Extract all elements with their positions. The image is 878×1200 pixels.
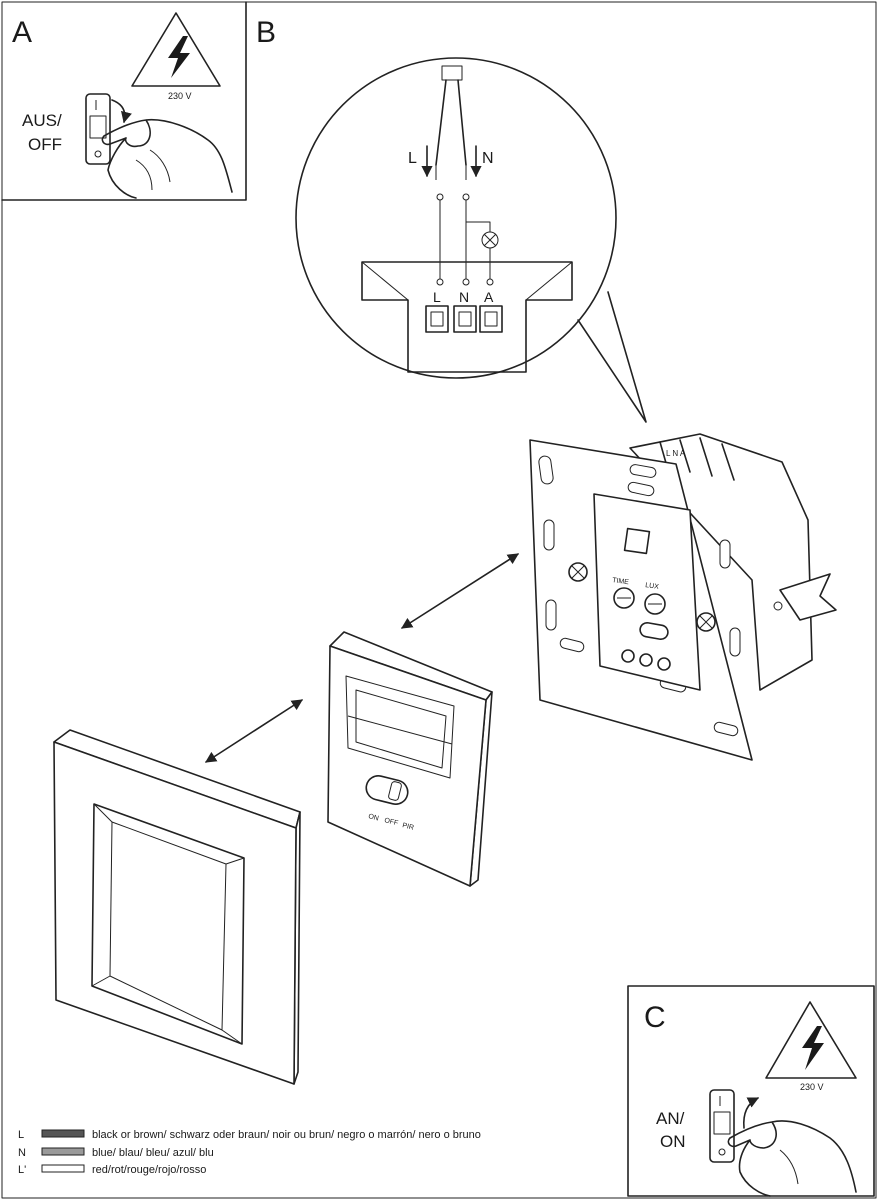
panel-a-voltage: 230 V	[168, 91, 192, 101]
terminal-block	[361, 261, 573, 373]
incoming-cable	[435, 65, 467, 180]
mode-label-pir: PIR	[402, 822, 415, 832]
panel-c-letter: C	[644, 1001, 666, 1034]
panel-c-voltage: 230 V	[800, 1082, 824, 1092]
legend-swatch-l-prime	[41, 1164, 85, 1173]
panel-c-switch-label-2: ON	[660, 1132, 686, 1151]
legend-swatch-n	[41, 1147, 85, 1156]
mode-label-on: ON	[368, 813, 380, 822]
panel-b: B L N	[53, 16, 837, 1085]
assembly-arrow-icon	[401, 553, 519, 629]
legend-text-n: blue/ blau/ bleu/ azul/ blu	[92, 1147, 214, 1159]
panel-a: A 230 V AUS/ OFF	[1, 1, 247, 201]
switch-off-arrow-icon	[111, 99, 132, 124]
sensor-cover	[327, 631, 493, 887]
legend-code-l-prime: L'	[18, 1164, 26, 1176]
wiring-detail-zoom: L N	[295, 57, 647, 423]
cover-frame	[53, 729, 301, 1085]
mode-label-off: OFF	[384, 817, 399, 827]
panel-a-switch-label-1: AUS/	[22, 111, 62, 130]
legend-text-l: black or brown/ schwarz oder braun/ noir…	[92, 1129, 481, 1141]
switch-on-arrow-icon	[742, 1097, 760, 1129]
terminal-label-l: L	[433, 289, 441, 305]
wire-label-n: N	[482, 150, 494, 167]
lamp-symbol-icon	[481, 231, 499, 249]
legend-swatch-l	[41, 1129, 85, 1138]
terminal-label-a: A	[484, 289, 494, 305]
insert-label-lux: LUX	[645, 582, 660, 591]
insert-label-time: TIME	[612, 577, 630, 586]
hand-icon	[727, 1120, 857, 1197]
assembly-arrow-icon	[205, 699, 303, 763]
legend-code-l: L	[18, 1129, 24, 1141]
terminal-label-n: N	[459, 289, 469, 305]
pir-lens	[345, 675, 455, 779]
sensor-insert	[529, 433, 837, 761]
panel-c-switch-label-1: AN/	[656, 1109, 685, 1128]
panel-a-letter: A	[12, 16, 32, 49]
panel-b-letter: B	[256, 16, 276, 49]
panel-a-switch-label-2: OFF	[28, 135, 62, 154]
high-voltage-warning-icon	[131, 12, 221, 87]
legend-text-l-prime: red/rot/rouge/rojo/rosso	[92, 1164, 206, 1176]
mode-switch-slot	[639, 621, 669, 641]
high-voltage-warning-icon	[765, 1001, 857, 1079]
legend-code-n: N	[18, 1147, 26, 1159]
wire-color-legend: L black or brown/ schwarz oder braun/ no…	[18, 1129, 481, 1176]
panel-c: C 230 V AN/ ON	[627, 985, 875, 1197]
insert-terminal-labels: L N A	[666, 449, 686, 458]
wire-label-l: L	[408, 150, 417, 167]
light-switch-icon	[709, 1089, 735, 1163]
light-switch-icon	[85, 93, 111, 165]
hand-icon	[101, 118, 233, 199]
